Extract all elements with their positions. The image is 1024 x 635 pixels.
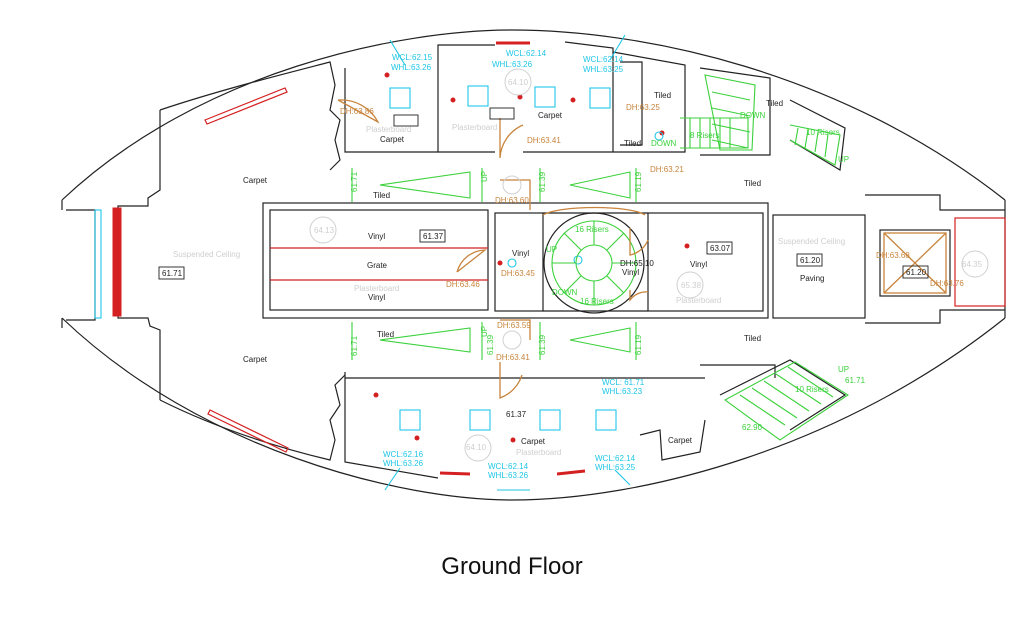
ceiling-mark: 65.38 <box>681 281 702 290</box>
floor-label: Vinyl <box>690 260 707 269</box>
page-title: Ground Floor <box>441 553 583 580</box>
whl-label: WHL:63.23 <box>602 387 643 396</box>
wcl-label: WCL:62.14 <box>583 55 624 64</box>
level-box: 61.71 <box>162 269 183 278</box>
whl-label: WHL:63.26 <box>383 459 424 468</box>
floor-label: Tiled <box>624 139 641 148</box>
floor-label: Vinyl <box>368 232 385 241</box>
floor-label: Carpet <box>668 436 693 445</box>
dh-label: DH:63.60 <box>495 196 529 205</box>
stair-label: 10 Risers <box>795 385 829 394</box>
stair-label: UP <box>546 245 557 254</box>
finish-label: Suspended Ceiling <box>778 237 845 246</box>
floor-label: Carpet <box>243 176 268 185</box>
stair-label: DOWN <box>552 288 578 297</box>
wcl-label: WCL:62.15 <box>392 53 433 62</box>
wcl-label: WCL:62.14 <box>488 462 529 471</box>
level-label: 61.39 <box>538 334 547 355</box>
level-label: 62.90 <box>742 423 763 432</box>
finish-label: Plasterboard <box>676 296 721 305</box>
whl-label: WHL:63.26 <box>488 471 529 480</box>
dh-label: DH:63.46 <box>446 280 480 289</box>
finish-label: Plasterboard <box>366 125 411 134</box>
ceiling-mark: 64.10 <box>508 78 529 87</box>
stair-label: DOWN <box>651 139 677 148</box>
plan-labels: WCL:62.15 WHL:63.26 DH:63.86 Plasterboar… <box>162 49 983 480</box>
level-label: 61.19 <box>634 171 643 192</box>
dh-label: DH:63.76 <box>930 279 964 288</box>
floor-label: Tiled <box>744 334 761 343</box>
ceiling-mark: 64.13 <box>314 226 335 235</box>
grey-ceiling-marks <box>309 68 989 462</box>
wcl-label: WCL: 61.71 <box>602 378 645 387</box>
wcl-label: WCL:62.16 <box>383 450 424 459</box>
stair-label: UP <box>838 155 849 164</box>
dh-label: DH:63.68 <box>876 251 910 260</box>
floor-plan-drawing: WCL:62.15 WHL:63.26 DH:63.86 Plasterboar… <box>61 29 1006 501</box>
stair-label: 16 Risers <box>575 225 609 234</box>
ceiling-mark: 64.35 <box>962 260 983 269</box>
door-swings <box>337 99 947 399</box>
level-box-frames <box>158 107 929 280</box>
floor-label: Tiled <box>373 191 390 200</box>
floor-label: Paving <box>800 274 824 283</box>
dh-label: DH:63.25 <box>626 103 660 112</box>
whl-label: WHL:63.25 <box>595 463 636 472</box>
stair-label: UP <box>480 326 489 337</box>
stair-label: 16 Risers <box>580 297 614 306</box>
floor-label: Vinyl <box>368 293 385 302</box>
level-label: 61.71 <box>350 171 359 192</box>
level-box: 61.37 <box>506 410 527 419</box>
outer-walls <box>61 29 1006 501</box>
dh-label: DH:63.59 <box>497 321 531 330</box>
stair-label: UP <box>480 171 489 182</box>
finish-label: Plasterboard <box>452 123 497 132</box>
level-label: 61.39 <box>538 171 547 192</box>
red-elements <box>112 41 1006 476</box>
floor-label: Tiled <box>377 330 394 339</box>
whl-label: WHL:63.26 <box>391 63 432 72</box>
floor-label: Carpet <box>521 437 546 446</box>
level-box: 63.07 <box>710 244 731 253</box>
level-box: 61.37 <box>423 232 444 241</box>
floor-label: Carpet <box>243 355 268 364</box>
dh-label: DH:65.10 <box>620 259 654 268</box>
floor-label: Tiled <box>744 179 761 188</box>
level-box: 61.20 <box>800 256 821 265</box>
level-label: 61.71 <box>845 376 866 385</box>
floor-label: Vinyl <box>512 249 529 258</box>
ceiling-mark: 64.10 <box>466 443 487 452</box>
stair-label: 10 Risers <box>806 128 840 137</box>
floor-label: Vinyl <box>622 268 639 277</box>
whl-label: WHL:63.26 <box>492 60 533 69</box>
floor-label: Tiled <box>654 91 671 100</box>
floor-label: Carpet <box>380 135 405 144</box>
stair-label: UP <box>838 365 849 374</box>
dh-label: DH:63.86 <box>340 107 374 116</box>
green-elements <box>351 74 850 441</box>
finish-label: Plasterboard <box>354 284 399 293</box>
wcl-label: WCL:62.14 <box>506 49 547 58</box>
level-box: 61.20 <box>906 268 927 277</box>
floor-label: Carpet <box>538 111 563 120</box>
level-label: 61.19 <box>634 334 643 355</box>
floor-label: Grate <box>367 261 388 270</box>
dh-label: DH:63.41 <box>496 353 530 362</box>
dh-label: DH:63.41 <box>527 136 561 145</box>
stair-label: DOWN <box>740 111 766 120</box>
whl-label: WHL:63.25 <box>583 65 624 74</box>
level-label: 61.71 <box>350 335 359 356</box>
wcl-label: WCL:62.14 <box>595 454 636 463</box>
finish-label: Plasterboard <box>516 448 561 457</box>
dh-label: DH:63.21 <box>650 165 684 174</box>
cyan-fixtures <box>94 34 664 491</box>
level-label: 61.39 <box>486 334 495 355</box>
stair-label: 8 Risers <box>690 131 719 140</box>
dh-label: DH:63.45 <box>501 269 535 278</box>
central-core <box>262 202 951 319</box>
finish-label: Suspended Ceiling <box>173 250 240 259</box>
floor-label: Tiled <box>766 99 783 108</box>
